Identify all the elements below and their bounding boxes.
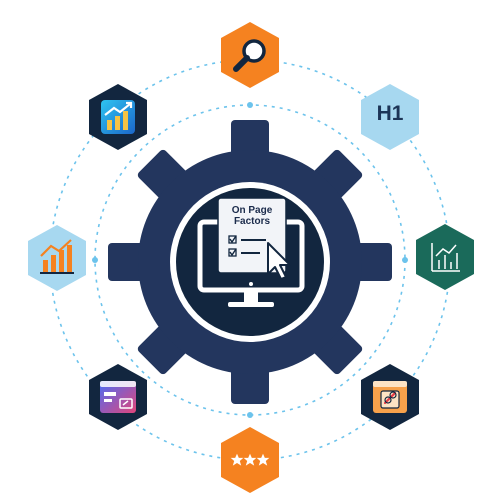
growth-chart-node-left [28, 225, 86, 291]
browser-link-icon [100, 381, 136, 413]
label-line-1: On Page [231, 205, 273, 216]
growth-chart-icon [40, 239, 74, 274]
browser-link-node [89, 364, 147, 430]
rating-node [221, 427, 279, 493]
label-line-2: Factors [233, 216, 271, 227]
analytics-chart-node [416, 224, 474, 290]
magnifier-icon [233, 39, 266, 72]
mouse-cursor-icon [267, 242, 291, 280]
on-page-factors-label: On Page Factors [222, 205, 282, 227]
broken-link-icon [373, 381, 407, 413]
broken-link-node [361, 364, 419, 430]
growth-chart-node-top-left [89, 84, 147, 150]
analytics-chart-icon [431, 243, 460, 272]
three-stars-icon [230, 453, 270, 466]
growth-chart-icon [101, 100, 135, 134]
search-node [221, 22, 279, 88]
heading-node [361, 84, 419, 150]
heading-h1-icon: H1 [376, 102, 404, 125]
